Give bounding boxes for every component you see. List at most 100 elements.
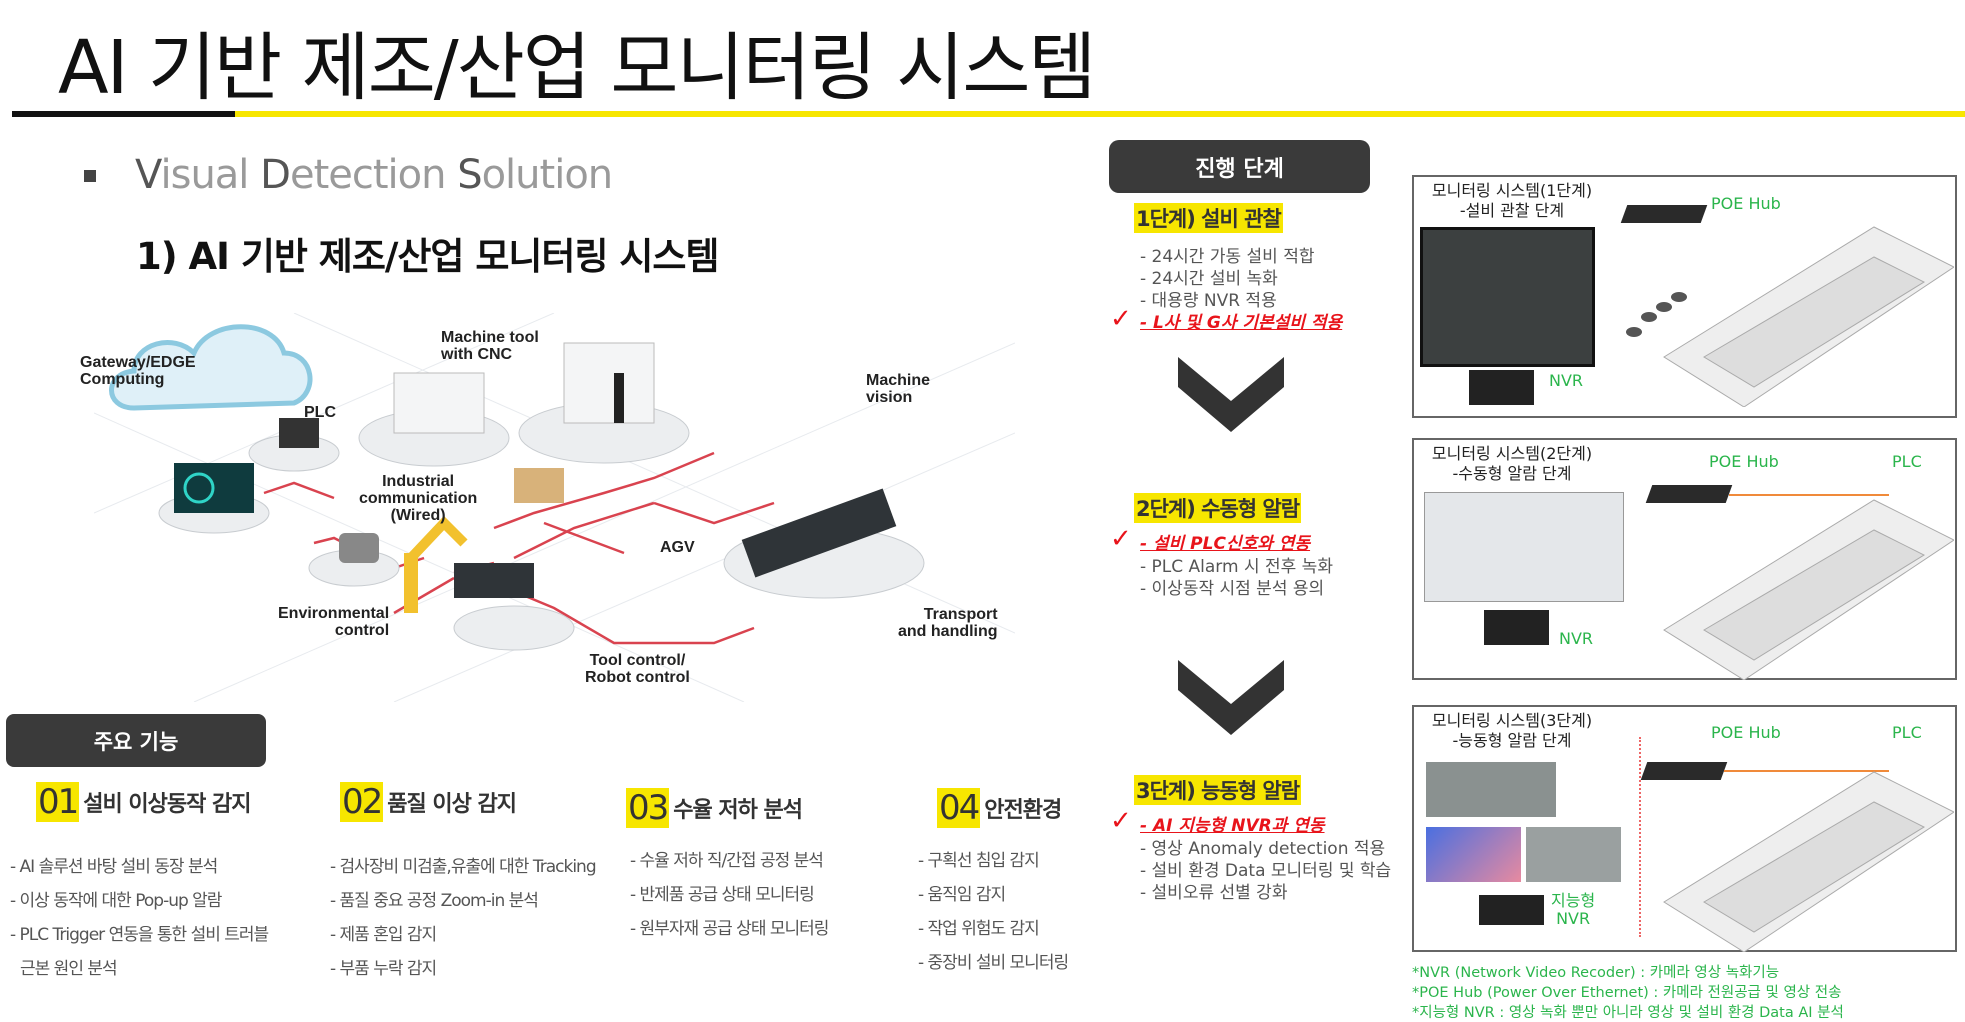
nvr-label: 지능형 NVR — [1551, 891, 1596, 928]
stage-item: - 24시간 가동 설비 적합 — [1140, 247, 1315, 267]
cloud-icon — [109, 324, 313, 411]
feature-item: - 구획선 침입 감지 — [918, 851, 1040, 871]
factory-layout-illustration — [1663, 771, 1954, 952]
feature-item: - 부품 누락 감지 — [330, 959, 437, 979]
page-title: AI 기반 제조/산업 모니터링 시스템 — [58, 25, 1097, 111]
monitoring-panel-stage-1: 모니터링 시스템(1단계) -설비 관찰 단계 NVR POE Hub — [1412, 175, 1957, 418]
feature-number: 02 — [340, 782, 383, 822]
stage-item: - 설비 환경 Data 모니터링 및 학습 — [1140, 861, 1392, 881]
feature-item: - 중장비 설비 모니터링 — [918, 953, 1069, 973]
footnote: *POE Hub (Power Over Ethernet) : 카메라 전원공… — [1412, 985, 1842, 1001]
environmental-control-icon — [339, 533, 379, 563]
feature-number: 01 — [36, 782, 79, 822]
feature-item: - AI 솔루션 바탕 설비 동장 분석 — [10, 857, 218, 877]
stage-1-title: 1단계) 설비 관찰 — [1134, 203, 1283, 233]
factory-layout-illustration — [1663, 499, 1954, 680]
label-plc: PLC — [304, 404, 336, 421]
feature-item: - 반제품 공급 상태 모니터링 — [630, 885, 815, 905]
feature-item: - 움직임 감지 — [918, 885, 1006, 905]
conveyor-icon — [741, 488, 897, 578]
robot-arm-icon — [404, 553, 418, 613]
chevron-down-icon — [1178, 660, 1284, 735]
feature-item: - 검사장비 미검출,유출에 대한 Tracking — [330, 857, 597, 877]
feature-item: - PLC Trigger 연동을 통한 설비 트러블 — [10, 925, 269, 945]
stage-highlight: - 설비 PLC신호와 연동 — [1140, 534, 1311, 554]
camera-image-icon — [1426, 762, 1556, 817]
checkmark-icon: ✓ — [1110, 806, 1132, 836]
factory-layout-illustration — [1626, 226, 1954, 407]
label-tool-control: Tool control/ Robot control — [585, 652, 690, 686]
stage-highlight: - L사 및 G사 기본설비 적용 — [1140, 313, 1343, 333]
plc-label: PLC — [1892, 452, 1922, 471]
stage-highlight: - AI 지능형 NVR과 연동 — [1140, 816, 1325, 836]
plc-device-icon — [279, 418, 319, 448]
label-machine-vision: Machine vision — [866, 372, 931, 406]
feature-item: - 이상 동작에 대한 Pop-up 알람 — [10, 891, 222, 911]
nvr-device-icon — [1479, 895, 1544, 925]
feature-item: - 원부자재 공급 상태 모니터링 — [630, 919, 829, 939]
label-transport: Transport and handling — [898, 606, 998, 640]
label-gateway: Gateway/EDGE Computing — [80, 354, 196, 388]
nvr-device-icon — [1469, 370, 1534, 405]
section-subtitle: Visual Detection Solution — [135, 152, 614, 198]
nvr-label: NVR — [1559, 629, 1594, 648]
title-underline-black — [12, 111, 235, 117]
stage-3-title: 3단계) 능동형 알람 — [1134, 775, 1302, 805]
poe-hub-label: POE Hub — [1711, 194, 1781, 213]
monitoring-panel-stage-3: 모니터링 시스템(3단계) -능동형 알람 단계 지능형 NVR POE Hub… — [1412, 705, 1957, 952]
feature-item: - 수율 저하 직/간접 공정 분석 — [630, 851, 824, 871]
subtitle-cap: S — [457, 152, 482, 198]
stage-item: - 24시간 설비 녹화 — [1140, 269, 1278, 289]
checkmark-icon: ✓ — [1110, 524, 1132, 554]
camera-monitor-icon — [1420, 227, 1595, 367]
label-industrial-communication: Industrial communication (Wired) — [359, 473, 478, 524]
industrial-iot-diagram: Gateway/EDGE Computing PLC Machine tool … — [80, 312, 1016, 703]
subtitle-cap: D — [260, 152, 291, 198]
plc-screen-icon — [1424, 492, 1624, 602]
panel-title: 모니터링 시스템(3단계) -능동형 알람 단계 — [1431, 711, 1593, 750]
feature-title: 설비 이상동작 감지 — [83, 792, 251, 817]
panel-title: 모니터링 시스템(1단계) -설비 관찰 단계 — [1431, 181, 1593, 220]
agv-icon — [514, 468, 564, 503]
diagram-illustration — [93, 312, 1016, 703]
feature-item: 근본 원인 분석 — [20, 959, 118, 979]
nvr-label: NVR — [1549, 371, 1584, 390]
plc-connection-line — [1724, 770, 1889, 772]
feature-title: 품질 이상 감지 — [387, 792, 517, 817]
key-features-header: 주요 기능 — [6, 714, 266, 767]
stage-item: - 설비오류 선별 강화 — [1140, 883, 1288, 903]
label-environmental: Environmental control — [278, 605, 390, 639]
feature-title: 안전환경 — [984, 798, 1062, 823]
connection-line — [1639, 737, 1641, 937]
subtitle-text: etection — [289, 152, 458, 198]
feature-item: - 작업 위험도 감지 — [918, 919, 1040, 939]
stage-item: - 영상 Anomaly detection 적용 — [1140, 839, 1386, 859]
section-heading: 1) AI 기반 제조/산업 모니터링 시스템 — [136, 235, 719, 278]
stage-item: - 이상동작 시점 분석 용의 — [1140, 579, 1325, 599]
camera-image-icon — [1526, 827, 1621, 882]
poe-hub-label: POE Hub — [1711, 723, 1781, 742]
plc-label: PLC — [1892, 723, 1922, 742]
nvr-device-icon — [1484, 610, 1549, 645]
stage-2-title: 2단계) 수동형 알람 — [1134, 493, 1302, 523]
subtitle-text: isual — [160, 152, 261, 198]
feature-item: - 제품 혼입 감지 — [330, 925, 437, 945]
bullet-icon — [84, 170, 96, 182]
label-agv: AGV — [660, 539, 695, 556]
footnote: *NVR (Network Video Recoder) : 카메라 영상 녹화… — [1412, 965, 1780, 981]
stage-item: - PLC Alarm 시 전후 녹화 — [1140, 557, 1333, 577]
stages-header: 진행 단계 — [1109, 140, 1370, 193]
subtitle-text: olution — [481, 152, 614, 198]
feature-number: 04 — [937, 788, 980, 828]
panel-title: 모니터링 시스템(2단계) -수동형 알람 단계 — [1431, 444, 1593, 483]
checkmark-icon: ✓ — [1110, 304, 1132, 334]
label-machine-tool: Machine tool with CNC — [441, 329, 539, 363]
chevron-down-icon — [1178, 357, 1284, 432]
footnote: *지능형 NVR : 영상 녹화 뿐만 아니라 영상 및 설비 환경 Data … — [1412, 1005, 1844, 1021]
feature-item: - 품질 중요 공정 Zoom-in 분석 — [330, 891, 539, 911]
title-underline-yellow — [235, 111, 1965, 117]
